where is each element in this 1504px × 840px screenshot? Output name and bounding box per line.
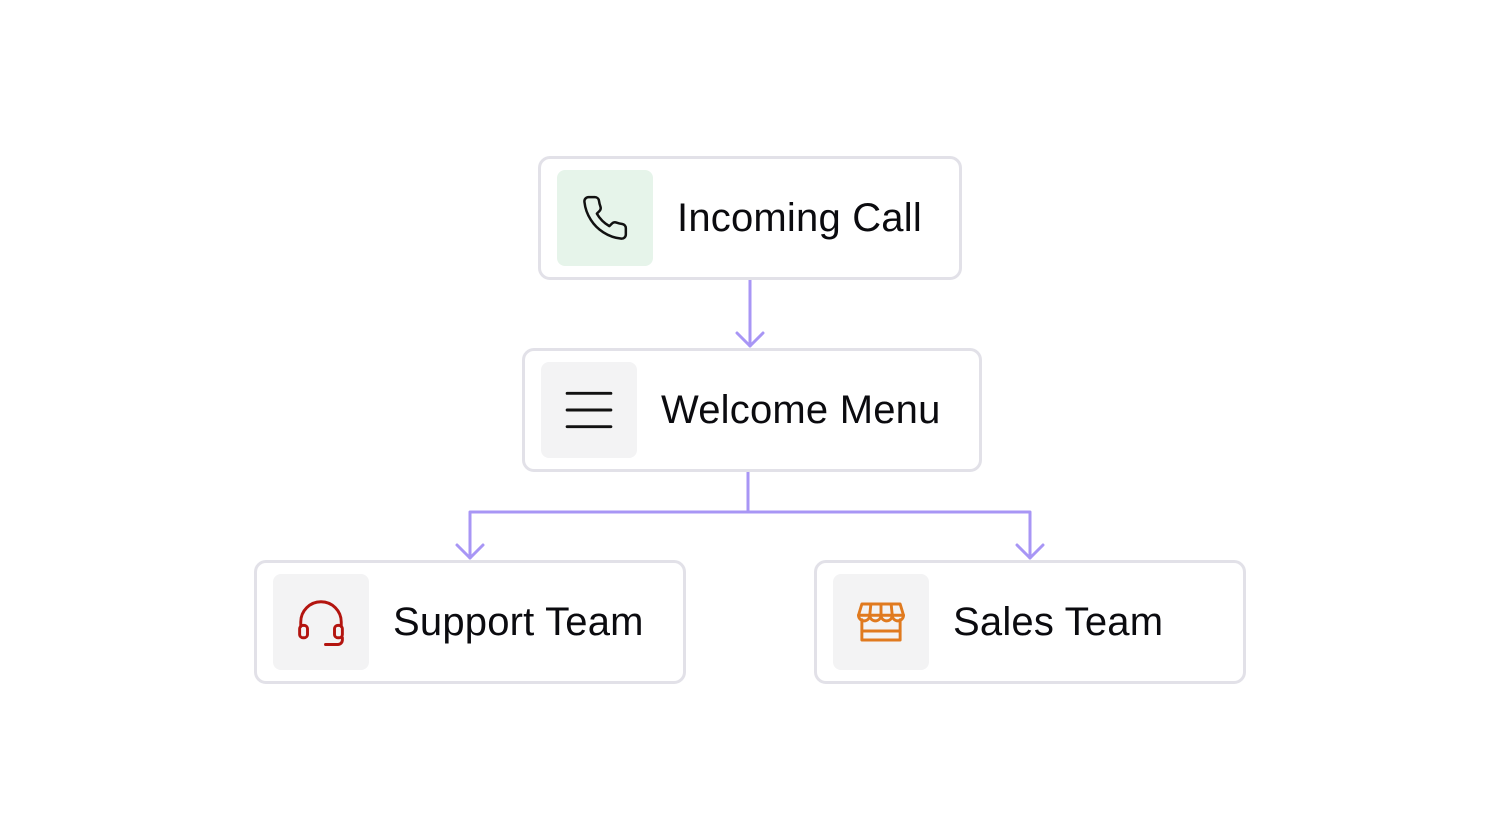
node-incoming-call[interactable]: Incoming Call xyxy=(538,156,962,280)
menu-icon xyxy=(565,391,613,429)
connector-welcome-to-teams xyxy=(468,510,1032,560)
phone-icon xyxy=(583,195,628,240)
node-icon-box xyxy=(273,574,369,670)
node-icon-box xyxy=(557,170,653,266)
arrowhead-support xyxy=(455,543,485,560)
headset-icon xyxy=(298,600,344,646)
arrowhead-welcome xyxy=(735,331,765,348)
node-support-team[interactable]: Support Team xyxy=(254,560,686,684)
storefront-icon xyxy=(857,602,905,642)
node-icon-box xyxy=(541,362,637,458)
node-label: Welcome Menu xyxy=(661,387,941,432)
node-sales-team[interactable]: Sales Team xyxy=(814,560,1246,684)
node-label: Support Team xyxy=(393,599,644,644)
node-icon-box xyxy=(833,574,929,670)
node-label: Incoming Call xyxy=(677,195,922,240)
node-welcome-menu[interactable]: Welcome Menu xyxy=(522,348,982,472)
node-label: Sales Team xyxy=(953,599,1164,644)
arrowhead-sales xyxy=(1015,543,1045,560)
